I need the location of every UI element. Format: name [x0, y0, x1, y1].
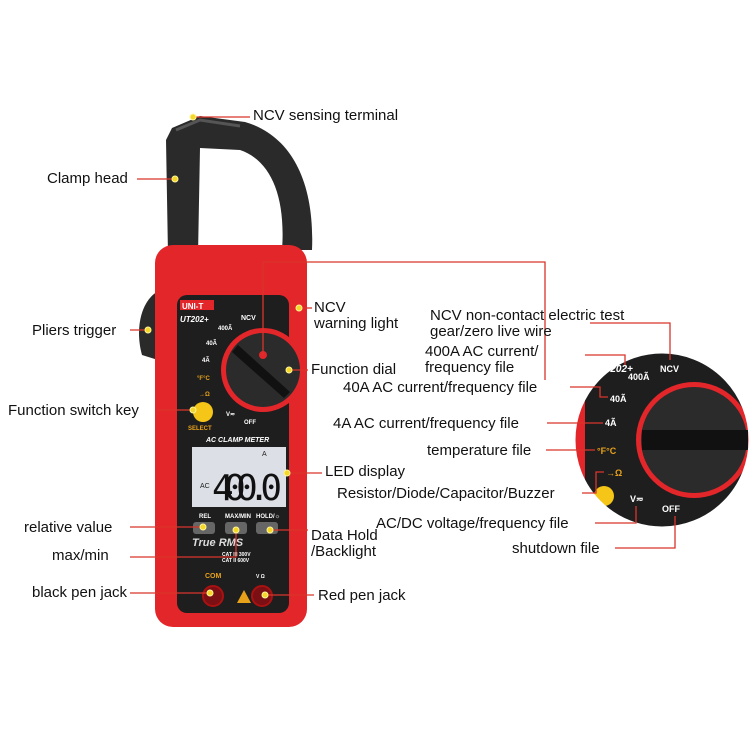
brand-logo: UNI-T [182, 302, 203, 311]
label-function-dial: Function dial [311, 361, 396, 378]
inset-ncv: NCV [660, 364, 679, 374]
dial-label-temp: °F°C [197, 376, 210, 382]
inset-4a: 4Ã [605, 418, 617, 428]
label-led-display: LED display [325, 463, 406, 480]
label-data-hold-2: /Backlight [311, 543, 377, 560]
label-function-switch-key: Function switch key [8, 402, 139, 419]
hold-button[interactable] [256, 522, 278, 534]
hold-label: HOLD/☼ [256, 514, 280, 520]
label-relative-value: relative value [24, 519, 112, 536]
select-button[interactable] [193, 402, 213, 422]
dial-label-off: OFF [244, 420, 256, 426]
inset-v: V≂ [630, 494, 644, 504]
dial-label-4a: 4Ã [202, 357, 210, 364]
inset-callout-lines [546, 322, 676, 549]
label-clamp-head: Clamp head [47, 170, 128, 187]
label-400a-1: 400A AC current/ [425, 343, 539, 360]
inset-40a: 40Ã [610, 394, 627, 404]
label-ncv-gear-2: gear/zero live wire [430, 323, 552, 340]
function-dial[interactable] [221, 328, 305, 412]
inset-off: OFF [662, 504, 680, 514]
dial-zoom-inset: UT202+ NCV 400Ã 40Ã 4Ã °F°C →Ω V≂ OFF [574, 352, 750, 528]
inset-ohm: →Ω [606, 468, 622, 478]
cat-rating-2: CAT II 600V [222, 558, 250, 564]
lcd-unit: A [262, 451, 267, 458]
lcd-mode: AC [200, 483, 210, 490]
label-pliers-trigger: Pliers trigger [32, 322, 116, 339]
label-off: shutdown file [512, 540, 600, 557]
label-ncv-gear-1: NCV non-contact electric test [430, 307, 625, 324]
label-data-hold-1: Data Hold [311, 527, 378, 544]
inset-dial-knob [636, 382, 749, 498]
black-pen-jack[interactable] [202, 585, 224, 607]
label-temperature: temperature file [427, 442, 531, 459]
label-400a-2: frequency file [425, 359, 514, 376]
true-rms-label: True RMS [192, 537, 244, 549]
label-red-pen-jack: Red pen jack [318, 587, 406, 604]
dial-label-v: V≂ [226, 412, 235, 418]
maxmin-label: MAX/MIN [225, 514, 251, 520]
lcd-display: AC A 400.0 [192, 447, 286, 509]
lcd-reading: 400.0 [212, 468, 282, 509]
model-label: UT202+ [180, 315, 209, 324]
pliers-trigger[interactable] [139, 290, 160, 360]
label-4a: 4A AC current/frequency file [333, 415, 519, 432]
inset-model: UT202+ [597, 364, 633, 375]
inset-400a: 400Ã [628, 372, 650, 382]
label-voltage: AC/DC voltage/frequency file [376, 515, 569, 532]
label-black-pen-jack: black pen jack [32, 584, 128, 601]
clamp-head [166, 116, 313, 255]
warning-icon [237, 590, 251, 603]
dial-label-ncv: NCV [241, 315, 256, 322]
label-ncv-warning-1: NCV [314, 299, 346, 316]
v-jack-label: V Ω [256, 574, 265, 580]
dial-label-40a: 40Ã [206, 340, 218, 347]
label-40a: 40A AC current/frequency file [343, 379, 537, 396]
inset-temp: °F°C [597, 446, 617, 456]
label-ncv-warning-2: warning light [313, 315, 399, 332]
callout-lines [130, 113, 546, 599]
label-max-min: max/min [52, 547, 109, 564]
select-label: SELECT [188, 426, 212, 432]
rel-label: REL [199, 514, 211, 520]
label-resistor: Resistor/Diode/Capacitor/Buzzer [337, 485, 555, 502]
com-label: COM [205, 573, 222, 580]
dial-label-ohm: →Ω [199, 392, 210, 398]
dial-label-400a: 400Ã [218, 325, 233, 332]
label-ncv-sensing-terminal: NCV sensing terminal [253, 107, 398, 124]
meter-title: AC CLAMP METER [205, 437, 269, 444]
